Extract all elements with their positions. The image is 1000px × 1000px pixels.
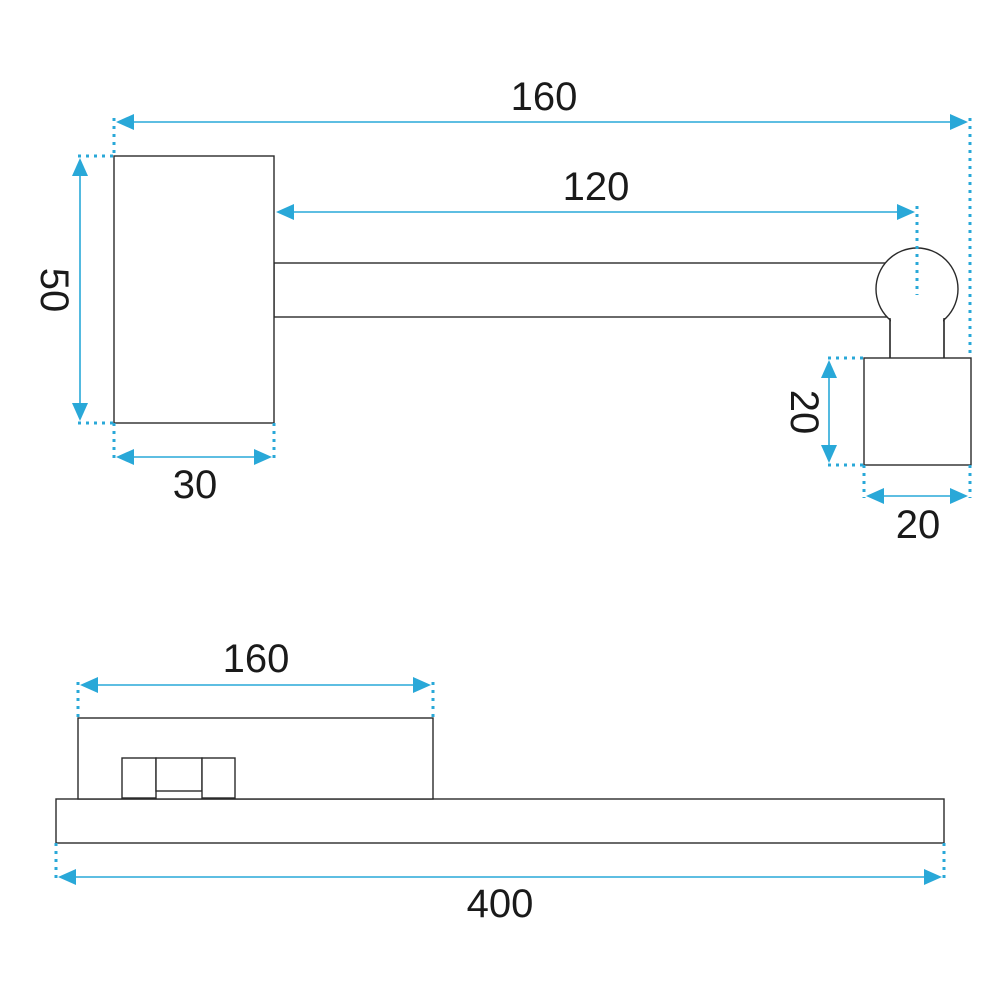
front-view: 160 400 (54, 637, 946, 926)
arm-length-label: 120 (563, 165, 630, 209)
overall-width-label: 160 (511, 75, 578, 119)
dim-base-length: 160 (80, 637, 431, 693)
dim-head-height: 20 (782, 360, 837, 463)
head-width-label: 20 (896, 503, 941, 547)
dim-arm-length: 120 (276, 165, 915, 220)
dim-base-height: 50 (32, 158, 88, 421)
base-height-label: 50 (32, 268, 76, 313)
head-height-label: 20 (782, 390, 826, 435)
overall-length-label: 400 (467, 882, 534, 926)
neck-fill (891, 312, 943, 359)
lamp-head (863, 357, 972, 466)
hinge-left-block (121, 757, 157, 799)
dim-base-width: 30 (116, 449, 272, 507)
top-view: 160 120 50 30 20 (32, 75, 972, 547)
hinge-center (155, 757, 203, 792)
dim-head-width: 20 (866, 488, 968, 547)
hinge (121, 757, 236, 799)
dim-overall-length: 400 (58, 869, 942, 926)
base-length-label: 160 (223, 637, 290, 681)
wall-base (113, 155, 275, 424)
dim-overall-width: 160 (116, 75, 968, 130)
arm (273, 262, 895, 318)
hinge-right-block (201, 757, 236, 799)
lamp-bar (55, 798, 945, 844)
base-width-label: 30 (173, 463, 218, 507)
